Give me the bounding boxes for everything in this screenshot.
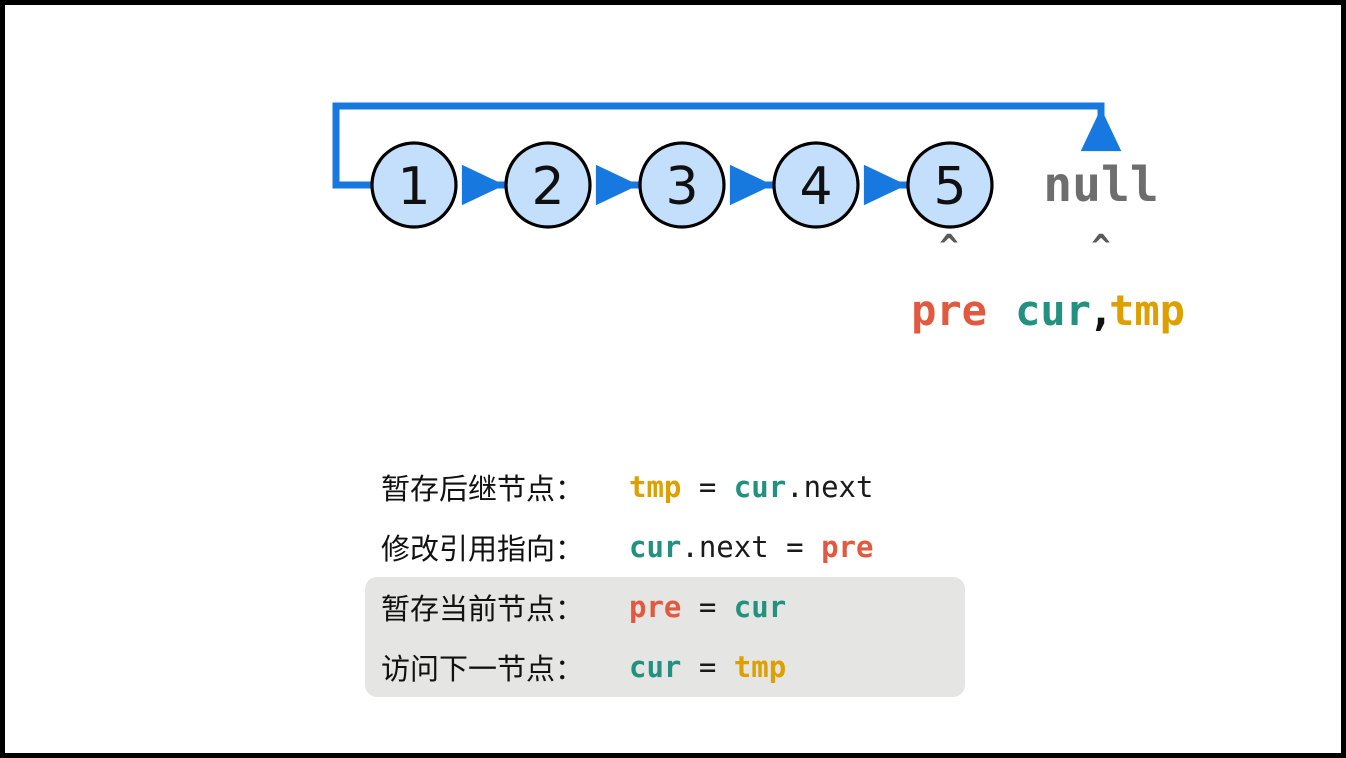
- node-1-label: 1: [397, 157, 430, 217]
- node-5-label: 5: [933, 157, 966, 217]
- node-2-label: 2: [531, 157, 564, 217]
- code-token-op: =: [681, 590, 734, 624]
- node-5[interactable]: 5: [906, 141, 994, 229]
- step-description: 修改引用指向：: [381, 532, 585, 566]
- caret-icon-pre: ^: [939, 227, 958, 265]
- code-token-cur: cur: [629, 650, 682, 684]
- pointer-label-pre: pre: [911, 286, 987, 335]
- step-description: 访问下一节点：: [381, 652, 585, 686]
- code-token-op: =: [681, 470, 734, 504]
- code-token-cur: cur: [733, 470, 787, 504]
- step-row: 暂存后继节点： tmp = cur.next: [365, 457, 965, 517]
- step-row: 修改引用指向： cur.next = pre: [365, 517, 965, 577]
- step-row-highlighted: 暂存当前节点： pre = cur: [365, 577, 965, 637]
- steps-list: 暂存后继节点： tmp = cur.next 修改引用指向： cur.next …: [365, 457, 965, 697]
- node-3-label: 3: [665, 157, 698, 217]
- code-token-tmp: tmp: [629, 470, 682, 504]
- node-1[interactable]: 1: [370, 141, 458, 229]
- code-token-tmp: tmp: [733, 650, 787, 684]
- node-2[interactable]: 2: [504, 141, 592, 229]
- step-description: 暂存当前节点：: [381, 592, 585, 626]
- code-token-next: .next: [786, 470, 874, 504]
- code-token-pre: pre: [629, 590, 682, 624]
- code-token-pre: pre: [821, 530, 874, 564]
- step-code: cur = tmp: [629, 650, 786, 684]
- node-4[interactable]: 4: [772, 141, 860, 229]
- code-token-cur: cur: [629, 530, 682, 564]
- code-token-next-assign: .next =: [681, 530, 822, 564]
- pointer-label-tmp: tmp: [1109, 286, 1185, 335]
- code-token-cur: cur: [733, 590, 787, 624]
- step-description: 暂存后继节点：: [381, 472, 585, 506]
- pointer-label-cur: cur: [1015, 286, 1091, 335]
- caret-icon-cur: ^: [1091, 227, 1110, 265]
- linked-list-diagram: 1 2 3 4 5 null ^ ^ pre cur , tmp: [332, 102, 1185, 335]
- step-code: pre = cur: [629, 590, 786, 624]
- node-4-label: 4: [799, 157, 832, 217]
- step-row-highlighted: 访问下一节点： cur = tmp: [365, 637, 965, 697]
- node-3[interactable]: 3: [638, 141, 726, 229]
- null-label: null: [1043, 157, 1159, 213]
- step-code: cur.next = pre: [629, 530, 873, 564]
- step-code: tmp = cur.next: [629, 470, 873, 504]
- code-token-op: =: [681, 650, 734, 684]
- wrap-around-link: [332, 102, 1122, 189]
- pointer-label-separator: ,: [1088, 286, 1113, 335]
